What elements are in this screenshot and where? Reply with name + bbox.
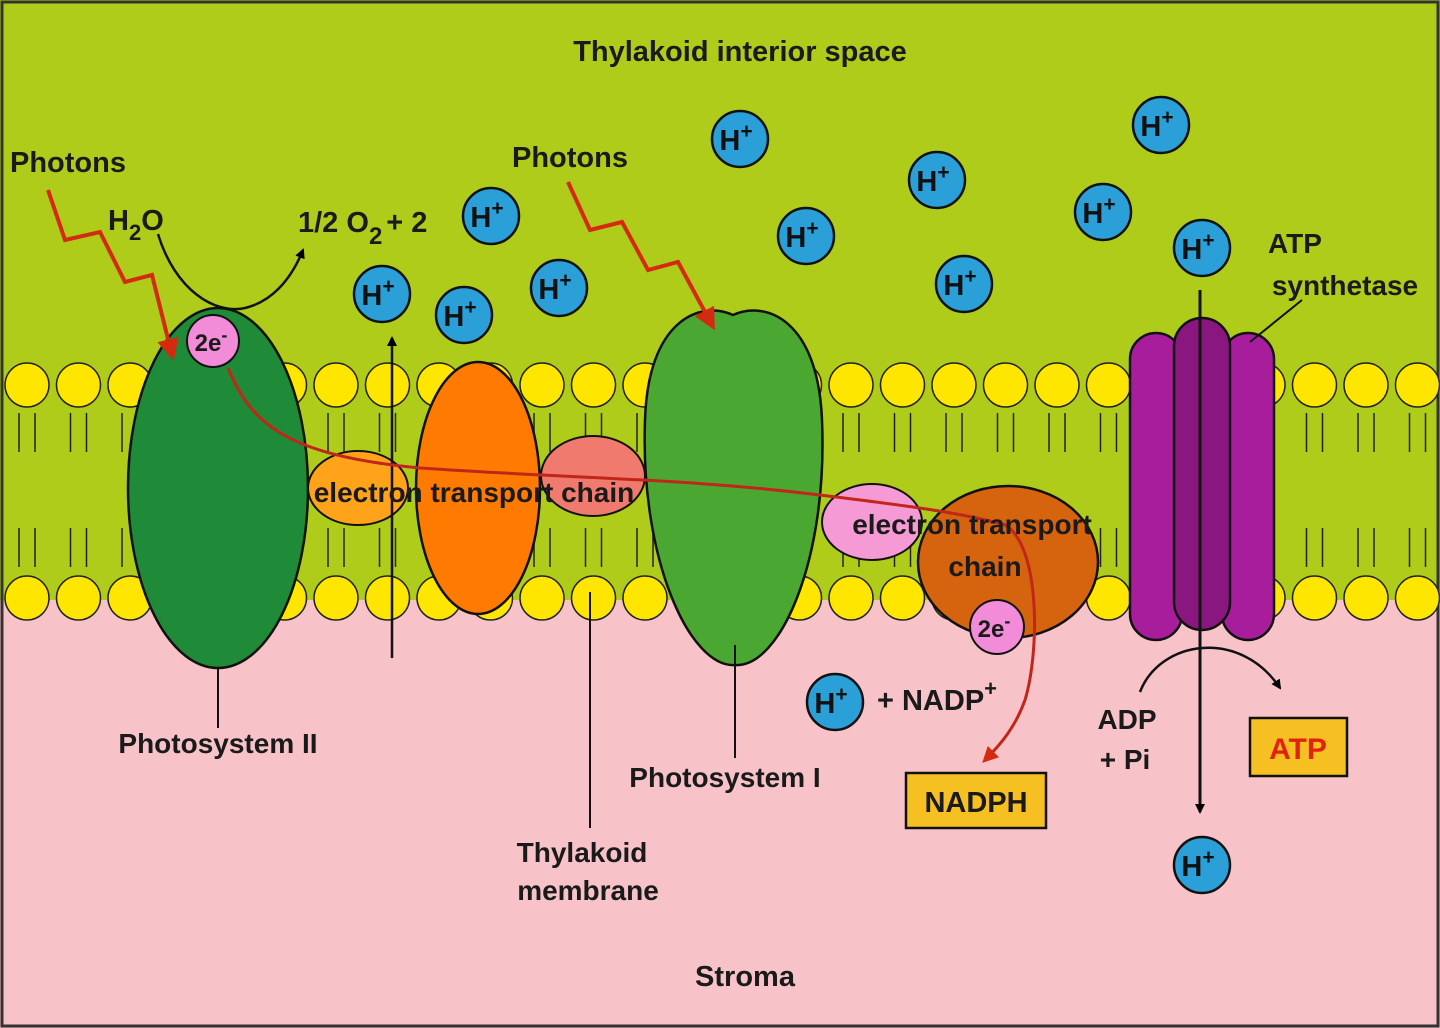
lipid-head [879, 362, 926, 408]
atp-synthase-label-line2: synthetase [1272, 270, 1418, 301]
photon-arrow-right [566, 181, 715, 331]
water-splitting-arrow [156, 233, 305, 311]
cytochrome-complex [414, 360, 542, 616]
proton-ion: H+ [461, 186, 521, 246]
svg-text:H+: H+ [1181, 229, 1214, 266]
electron-badge-psii: 2e- [186, 314, 240, 368]
nadp-label: + NADP+ [877, 676, 997, 717]
lipid-head [1291, 575, 1338, 621]
atp-box [1248, 716, 1349, 778]
adp-label-line2: + Pi [1100, 744, 1151, 775]
etc-complex-small-orange [307, 450, 409, 526]
atp-synthase-label-line1: ATP [1268, 228, 1322, 259]
proton-ion: H+ [1172, 835, 1232, 895]
proton-ion: H+ [907, 150, 967, 210]
water-label: H2O [108, 205, 164, 245]
lipid-head [1394, 362, 1440, 408]
lipid-head [364, 575, 411, 621]
svg-text:H+: H+ [916, 161, 949, 198]
lipid-head [1034, 362, 1080, 408]
lipid-head [4, 575, 50, 621]
svg-text:H+: H+ [1140, 106, 1173, 143]
lipid-head [570, 362, 617, 408]
svg-text:H+: H+ [361, 275, 394, 312]
etc-label-1: electron transport chain [314, 477, 635, 508]
etc-label-2-line1: electron transport [852, 509, 1092, 540]
lipid-head [828, 362, 874, 408]
stroma-label: Stroma [695, 961, 796, 993]
svg-text:H+: H+ [785, 217, 818, 254]
psi-label: Photosystem I [629, 762, 820, 793]
adp-label-line1: ADP [1097, 704, 1156, 735]
svg-text:H+: H+ [538, 269, 571, 306]
lipid-head [622, 575, 668, 621]
svg-text:H+: H+ [719, 120, 752, 157]
svg-text:H+: H+ [814, 683, 847, 720]
electron-flow-line [226, 367, 1037, 763]
svg-text:H+: H+ [443, 296, 476, 333]
nadph-box [904, 771, 1048, 830]
membrane-label-line1: Thylakoid [517, 837, 648, 868]
proton-ion: H+ [710, 109, 770, 169]
atp-synthase-leader-line [1249, 299, 1303, 343]
svg-text:H+: H+ [470, 197, 503, 234]
atp-synthesis-arrow [1138, 646, 1282, 693]
proton-ion: H+ [1172, 218, 1232, 278]
lipid-head [313, 362, 359, 408]
electron-badge-nadp: 2e- [969, 599, 1025, 655]
photon-arrow-left [46, 189, 179, 361]
etc-complex-pink [821, 483, 923, 561]
lipid-head [1343, 362, 1389, 408]
nadph-label: NADPH [924, 787, 1027, 819]
lipid-head [1394, 575, 1440, 621]
lipid-head [1291, 362, 1338, 408]
proton-ion: H+ [805, 672, 865, 732]
lipid-head [879, 575, 926, 621]
lipid-head [931, 362, 977, 408]
lipid-head [519, 362, 565, 408]
svg-text:2e-: 2e- [195, 325, 228, 357]
atp-synthase-center-subunit [1172, 316, 1232, 632]
lipid-head [55, 575, 102, 621]
lipid-head [55, 362, 102, 408]
photons-label-left: Photons [10, 147, 126, 179]
proton-ion: H+ [529, 258, 589, 318]
oxygen-label: 1/2 O2+ 2 [298, 207, 427, 250]
photons-label-right: Photons [512, 142, 628, 174]
lipid-head [313, 575, 359, 621]
atp-label: ATP [1269, 733, 1327, 766]
psii-label: Photosystem II [118, 728, 317, 759]
lipid-head [1085, 362, 1132, 408]
proton-ion: H+ [352, 264, 412, 324]
proton-ion: H+ [776, 206, 836, 266]
etc-label-2-line2: chain [948, 551, 1021, 582]
proton-ion: H+ [434, 285, 494, 345]
svg-text:H+: H+ [1082, 193, 1115, 230]
lipid-head [982, 362, 1029, 408]
interior-space-label: Thylakoid interior space [573, 36, 907, 68]
lipid-head [364, 362, 411, 408]
proton-ions: H+ H+ H+ H+ H+ H+ H+ H+ H+ H+ H+ H+ H+ [352, 95, 1232, 895]
svg-text:H+: H+ [943, 265, 976, 302]
lipid-head [519, 575, 565, 621]
proton-ion: H+ [1073, 182, 1133, 242]
lipid-head [4, 362, 50, 408]
lipid-head [1343, 575, 1389, 621]
membrane-label-line2: membrane [517, 875, 659, 906]
lipid-head [828, 575, 874, 621]
proton-ion: H+ [934, 254, 994, 314]
proton-ion: H+ [1131, 95, 1191, 155]
svg-text:2e-: 2e- [978, 611, 1011, 643]
svg-text:H+: H+ [1181, 846, 1214, 883]
lipid-head [570, 575, 617, 621]
